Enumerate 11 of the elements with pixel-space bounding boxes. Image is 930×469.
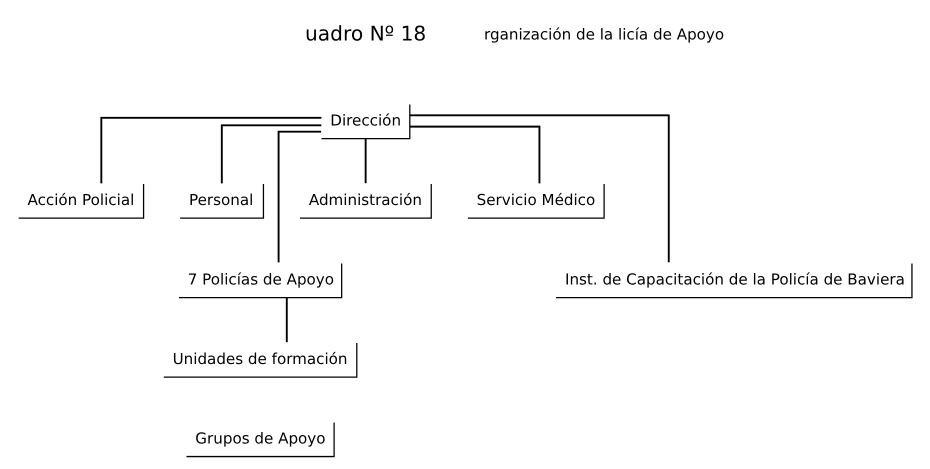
node-text: Personal <box>189 190 254 209</box>
label: uadro Nº 18 <box>305 22 426 46</box>
node-text: 7 Policías de Apoyo <box>188 270 334 288</box>
node-text: Unidades de formación <box>172 350 348 368</box>
node-text: Grupos de Apoyo <box>195 429 326 448</box>
node-text: Administración <box>308 190 422 209</box>
node-text: Servicio Médico <box>476 190 596 209</box>
node-text: Acción Policial <box>28 190 134 209</box>
node-text: Dirección <box>330 111 402 130</box>
label: rganización de la licía de Apoyo <box>484 26 724 44</box>
node-text: Inst. de Capacitación de la Policía de Baviera <box>564 270 905 288</box>
